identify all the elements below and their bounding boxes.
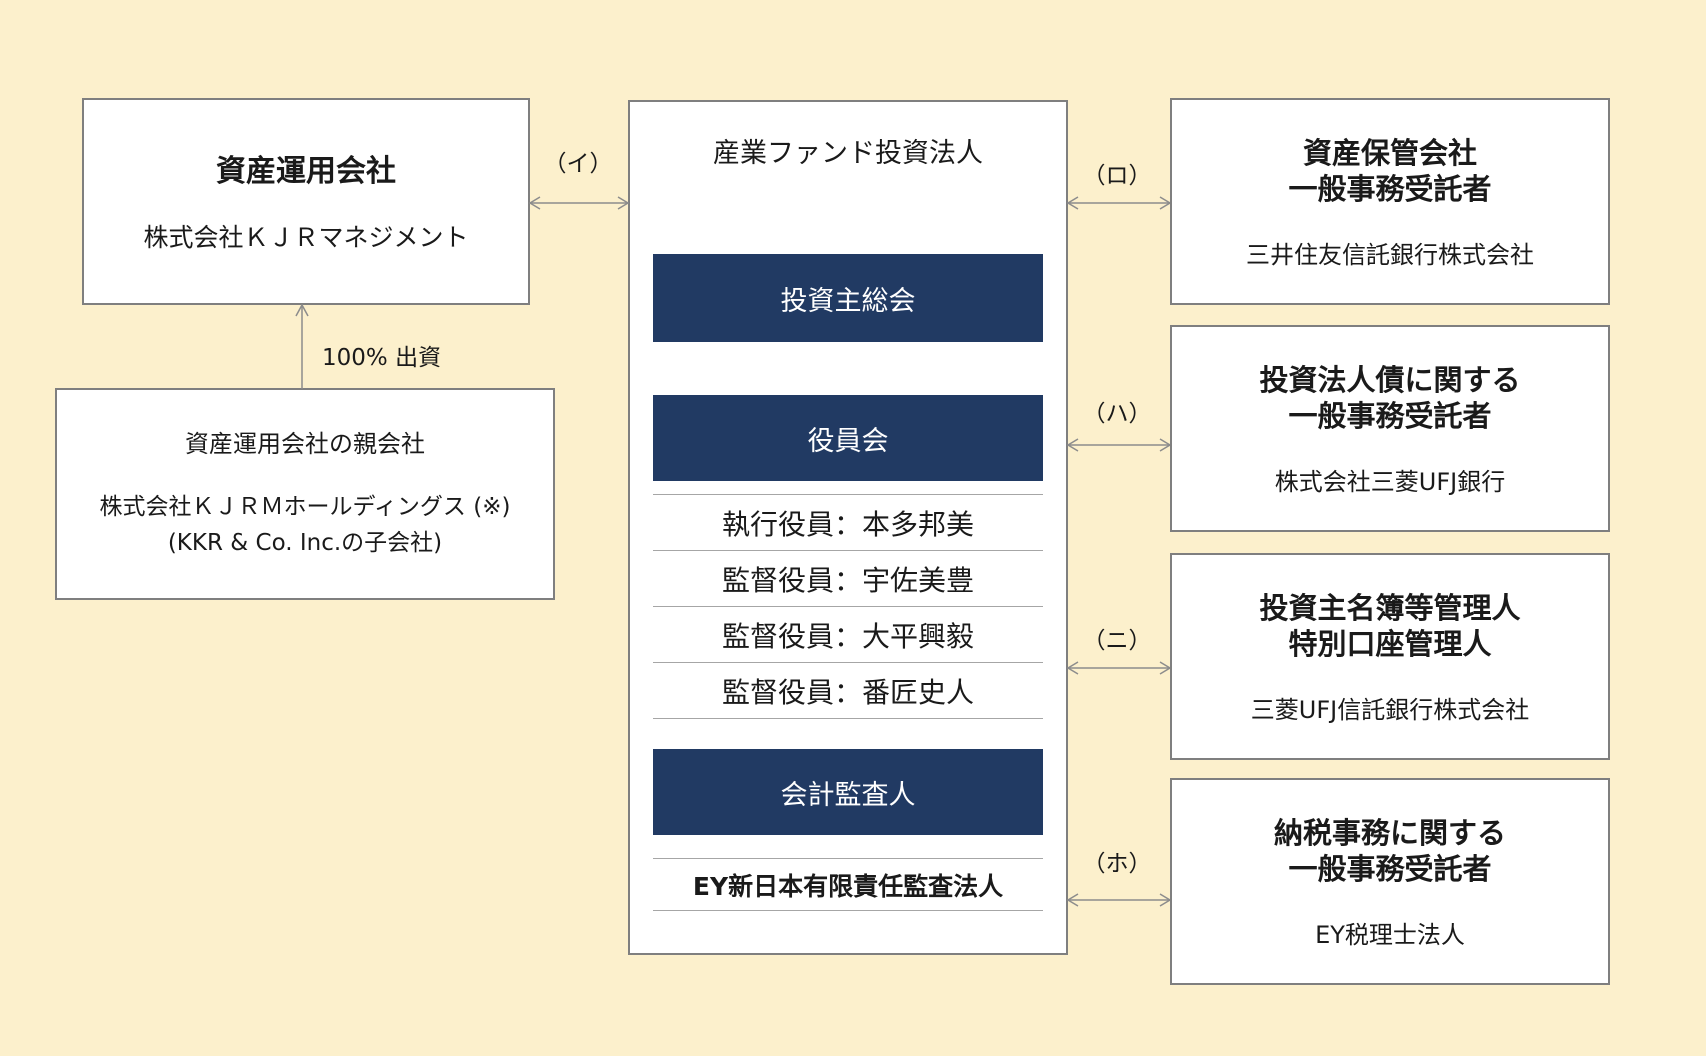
tax-agent-name: EY税理士法人 [1315,920,1465,949]
registrar-box: 投資主名簿等管理人 特別口座管理人 三菱UFJ信託銀行株式会社 [1170,553,1610,760]
board-bar: 役員会 [653,395,1043,481]
relation-label-c: （ハ） [1082,401,1152,427]
officer-row: 執行役員：本多邦美 [653,494,1043,550]
tax-agent-title-line1: 納税事務に関する [1273,815,1506,850]
shareholders-meeting-bar: 投資主総会 [653,254,1043,342]
bond-agent-title-line2: 一般事務受託者 [1288,398,1492,433]
fund-title: 産業ファンド投資法人 [713,138,983,169]
relation-label-a: （イ） [543,151,613,177]
parent-company-name: 株式会社ＫＪＲＭホールディングス (※) (KKR & Co. Inc.の子会社… [100,489,511,561]
asset-manager-name: 株式会社ＫＪＲマネジメント [143,222,469,252]
custodian-title-line2: 一般事務受託者 [1288,171,1492,206]
officer-row: 監督役員：大平興毅 [653,606,1043,662]
officer-row: 監督役員：番匠史人 [653,662,1043,719]
relation-label-b: （ロ） [1082,163,1152,189]
registrar-title-line1: 投資主名簿等管理人 [1259,590,1521,625]
registrar-name: 三菱UFJ信託銀行株式会社 [1250,695,1530,724]
custodian-name: 三井住友信託銀行株式会社 [1246,240,1534,269]
parent-company-title: 資産運用会社の親会社 [185,430,425,458]
relation-label-d: （ニ） [1082,628,1152,654]
parent-company-box: 資産運用会社の親会社 株式会社ＫＪＲＭホールディングス (※) (KKR & C… [55,388,555,600]
relation-arrow-b-icon [1066,196,1172,210]
asset-manager-box: 資産運用会社 株式会社ＫＪＲマネジメント [82,98,530,305]
relation-arrow-e-icon [1066,893,1172,907]
relation-arrow-c-icon [1066,438,1172,452]
officer-row: 監督役員：宇佐美豊 [653,550,1043,606]
fund-box: 産業ファンド投資法人 投資主総会 役員会 執行役員：本多邦美 監督役員：宇佐美豊… [628,100,1068,955]
bond-agent-name: 株式会社三菱UFJ銀行 [1274,467,1506,496]
custodian-box: 資産保管会社 一般事務受託者 三井住友信託銀行株式会社 [1170,98,1610,305]
auditor-bar: 会計監査人 [653,749,1043,835]
parent-company-note: (KKR & Co. Inc.の子会社) [167,530,443,556]
ownership-arrow-icon [295,303,309,389]
bond-agent-title: 投資法人債に関する 一般事務受託者 [1259,362,1520,434]
tax-agent-title-line2: 一般事務受託者 [1288,851,1492,886]
custodian-title: 資産保管会社 一般事務受託者 [1288,135,1491,207]
bond-agent-box: 投資法人債に関する 一般事務受託者 株式会社三菱UFJ銀行 [1170,325,1610,532]
relation-arrow-a-icon [528,196,630,210]
registrar-title: 投資主名簿等管理人 特別口座管理人 [1259,590,1520,662]
asset-manager-title: 資産運用会社 [216,153,396,189]
auditor-name: EY新日本有限責任監査法人 [653,858,1043,911]
tax-agent-box: 納税事務に関する 一般事務受託者 EY税理士法人 [1170,778,1610,985]
relation-label-e: （ホ） [1082,851,1152,877]
parent-company-name-line: 株式会社ＫＪＲＭホールディングス (※) [99,494,511,520]
relation-arrow-d-icon [1066,661,1172,675]
officer-list: 執行役員：本多邦美 監督役員：宇佐美豊 監督役員：大平興毅 監督役員：番匠史人 [653,494,1043,719]
custodian-title-line1: 資産保管会社 [1302,135,1477,170]
ownership-label: 100% 出資 [322,345,442,371]
registrar-title-line2: 特別口座管理人 [1288,626,1492,661]
bond-agent-title-line1: 投資法人債に関する [1259,362,1521,397]
tax-agent-title: 納税事務に関する 一般事務受託者 [1274,815,1506,887]
